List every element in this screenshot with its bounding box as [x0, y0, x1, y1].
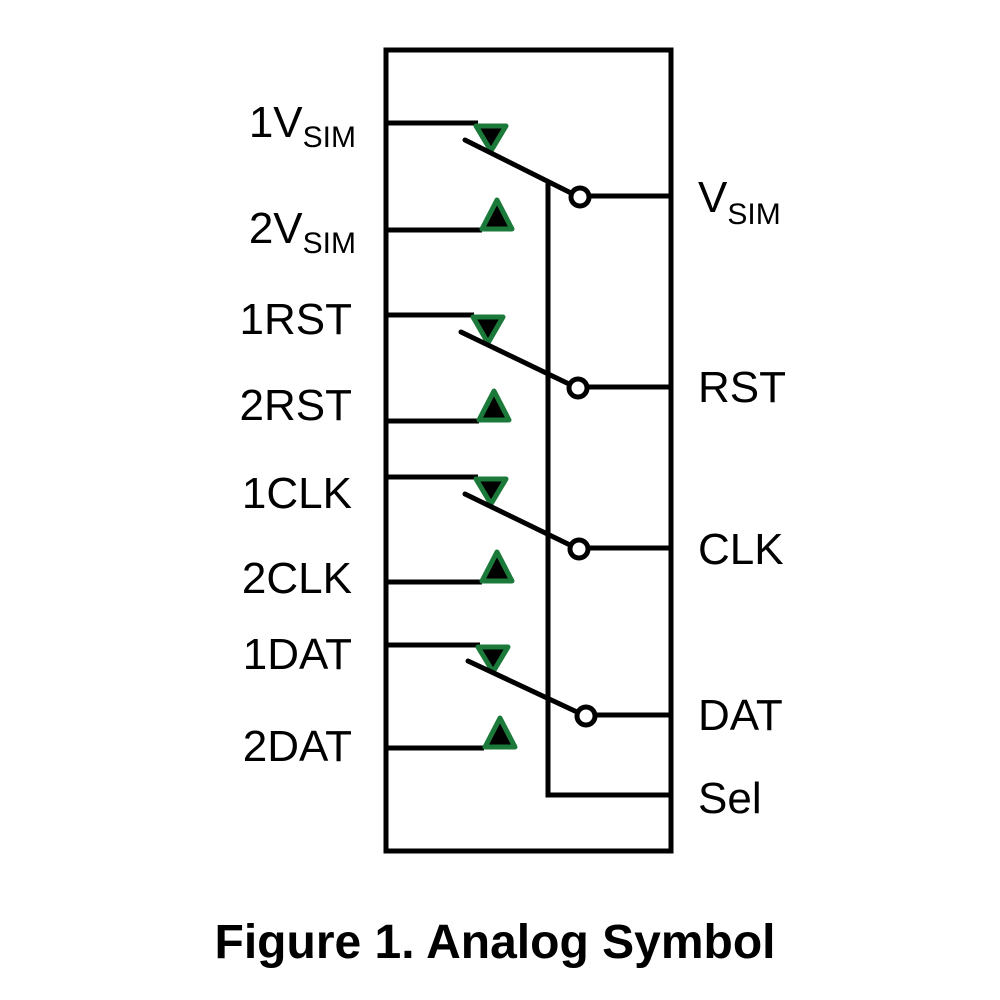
switch-arm [465, 658, 580, 715]
contact-up-triangle-icon [482, 715, 518, 750]
input-label-2rst: 2RST [240, 381, 352, 430]
contact-down-triangle-icon [475, 644, 511, 675]
input-label-1dat: 1DAT [243, 630, 352, 679]
dat-switch [386, 642, 671, 751]
output-label-dat: DAT [698, 691, 783, 740]
switch-arm [458, 329, 572, 387]
figure-caption: Figure 1. Analog Symbol [215, 916, 776, 969]
input-label-2dat: 2DAT [243, 722, 352, 771]
contact-down-triangle-icon [473, 123, 509, 154]
output-label-vsim: VSIM [698, 173, 781, 231]
contact-down-triangle-icon [470, 314, 506, 346]
input-label-2vsim: 2VSIM [249, 204, 356, 260]
clk-switch [386, 474, 671, 585]
switch-arm [462, 137, 574, 196]
pivot-node-icon [566, 376, 590, 400]
pivot-node-icon [567, 537, 591, 561]
ic-body-box [383, 47, 674, 854]
contact-up-triangle-icon [479, 197, 515, 232]
select-label: Sel [698, 774, 762, 823]
select-bus-line [545, 182, 671, 798]
contact-up-triangle-icon [479, 549, 515, 584]
rst-switch [386, 312, 671, 424]
output-label-rst: RST [698, 363, 786, 412]
contact-up-triangle-icon [476, 388, 512, 423]
input-label-1vsim: 1VSIM [249, 98, 356, 154]
input-label-1rst: 1RST [240, 295, 352, 344]
switch-arm [462, 491, 573, 548]
input-label-1clk: 1CLK [242, 469, 352, 518]
contact-down-triangle-icon [473, 476, 509, 507]
pivot-node-icon [568, 185, 592, 209]
input-label-2clk: 2CLK [242, 554, 352, 603]
vsim-switch [386, 120, 671, 233]
output-label-clk: CLK [698, 525, 784, 574]
pivot-node-icon [574, 704, 598, 728]
